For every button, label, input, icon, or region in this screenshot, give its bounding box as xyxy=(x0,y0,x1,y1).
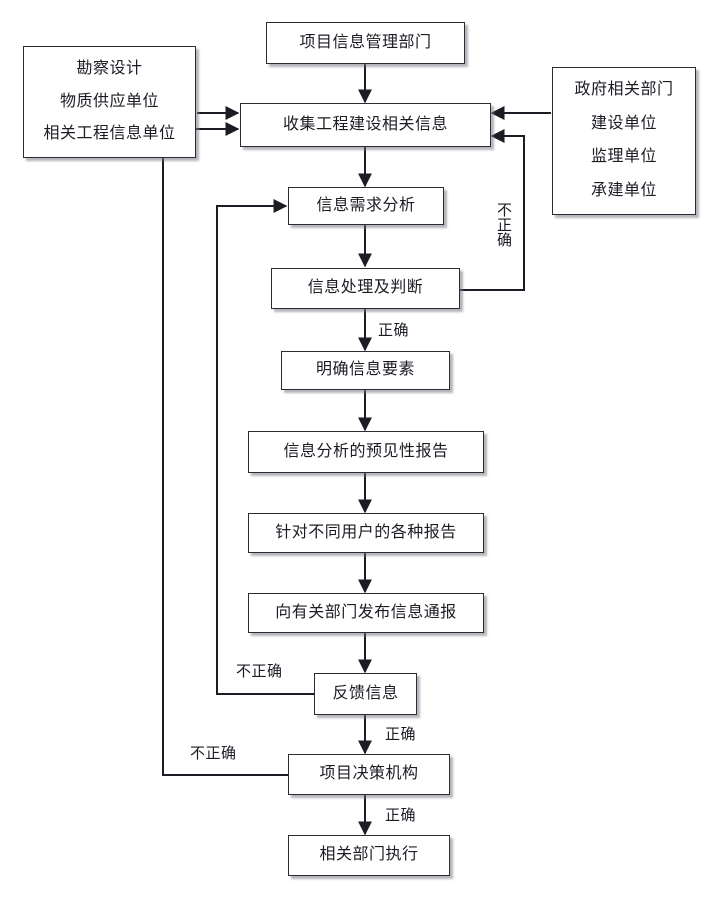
node-decision-label: 项目决策机构 xyxy=(319,765,419,783)
node-right-sources-line-3: 监理单位 xyxy=(590,148,657,166)
node-right-sources-line-2: 建设单位 xyxy=(590,114,657,132)
node-reports[interactable]: 针对不同用户的各种报告 xyxy=(248,513,484,553)
node-left-sources-line-2: 物质供应单位 xyxy=(59,92,159,110)
node-feedback[interactable]: 反馈信息 xyxy=(314,673,417,715)
node-collect[interactable]: 收集工程建设相关信息 xyxy=(240,103,491,147)
node-left-sources[interactable]: 勘察设计 物质供应单位 相关工程信息单位 xyxy=(23,46,196,158)
node-right-sources-line-1: 政府相关部门 xyxy=(574,81,674,99)
node-left-sources-line-3: 相关工程信息单位 xyxy=(43,125,176,143)
node-demand-label: 信息需求分析 xyxy=(316,196,416,214)
node-publish[interactable]: 向有关部门发布信息通报 xyxy=(248,593,484,633)
node-top-dept[interactable]: 项目信息管理部门 xyxy=(266,22,465,64)
node-foresight[interactable]: 信息分析的预见性报告 xyxy=(248,431,484,473)
node-process-label: 信息处理及判断 xyxy=(307,279,424,297)
edge-label-decision-incorrect: 不正确 xyxy=(190,746,237,762)
node-right-sources-line-4: 承建单位 xyxy=(590,181,657,199)
edge-label-process-incorrect: 不正确 xyxy=(497,203,513,249)
node-process[interactable]: 信息处理及判断 xyxy=(271,268,460,309)
node-execute[interactable]: 相关部门执行 xyxy=(288,835,450,876)
node-decision[interactable]: 项目决策机构 xyxy=(288,754,450,795)
node-feedback-label: 反馈信息 xyxy=(332,684,399,702)
node-elements-label: 明确信息要素 xyxy=(315,361,415,379)
node-top-dept-label: 项目信息管理部门 xyxy=(299,33,432,51)
node-elements[interactable]: 明确信息要素 xyxy=(281,351,450,390)
edge-label-feedback-correct: 正确 xyxy=(385,727,417,743)
edge-label-feedback-incorrect: 不正确 xyxy=(236,664,283,680)
node-foresight-label: 信息分析的预见性报告 xyxy=(283,442,449,460)
edge-process-incorrect-to-collect xyxy=(460,129,525,291)
node-collect-label: 收集工程建设相关信息 xyxy=(282,115,448,133)
edge-label-process-correct: 正确 xyxy=(378,323,410,339)
node-left-sources-line-1: 勘察设计 xyxy=(76,59,143,77)
node-reports-label: 针对不同用户的各种报告 xyxy=(275,523,457,541)
node-demand[interactable]: 信息需求分析 xyxy=(288,187,444,225)
edge-label-decision-correct: 正确 xyxy=(385,808,417,824)
node-execute-label: 相关部门执行 xyxy=(319,846,419,864)
node-publish-label: 向有关部门发布信息通报 xyxy=(275,603,457,621)
node-right-sources[interactable]: 政府相关部门 建设单位 监理单位 承建单位 xyxy=(552,67,696,215)
